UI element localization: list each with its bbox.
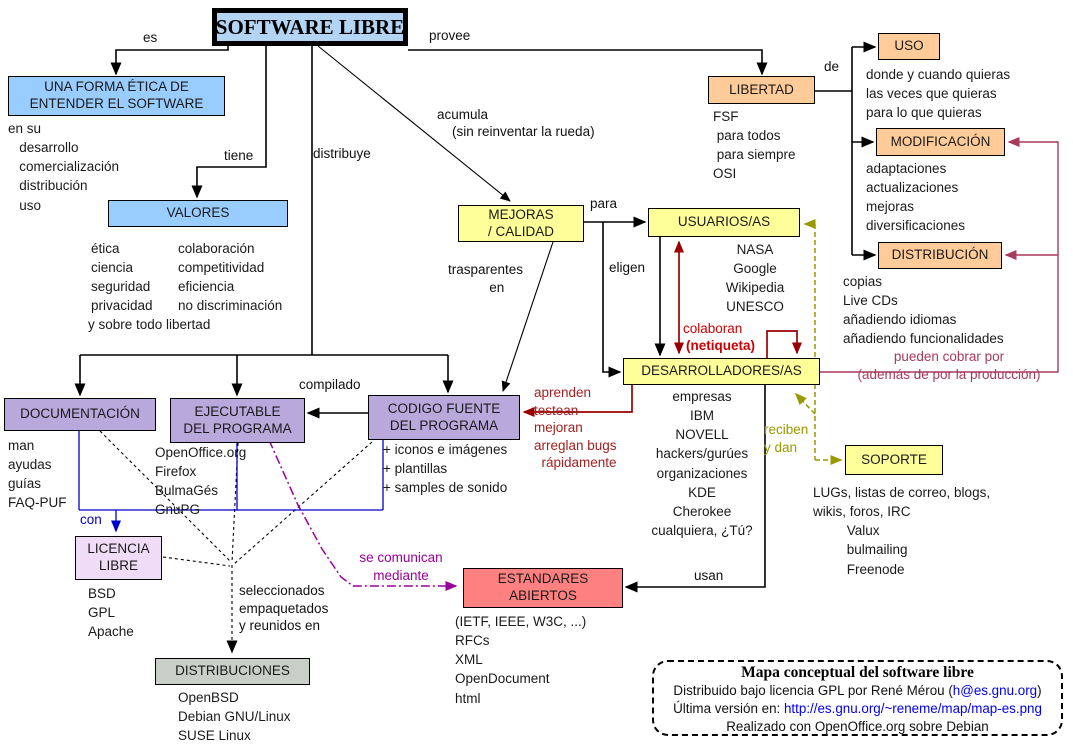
note-forma-etica: en su desarrollo comercialización distri… bbox=[8, 121, 120, 213]
note-documentacion: man ayudas guías FAQ-PUF bbox=[8, 438, 67, 511]
edge-label-pueden-cobrar: pueden cobrar por (además de por la prod… bbox=[857, 349, 1041, 382]
edge-label-es: es bbox=[143, 30, 158, 45]
credits-line1-text: Distribuido bajo licencia GPL por René M… bbox=[673, 683, 953, 698]
credits-line1: Distribuido bajo licencia GPL por René M… bbox=[654, 682, 1061, 700]
edge-label-aprenden: aprenden testean mejoran arreglan bugs r… bbox=[534, 385, 617, 471]
edge-label-distribuye: distribuye bbox=[313, 146, 371, 161]
edge-label-para: para bbox=[590, 196, 618, 211]
node-valores: VALORES bbox=[108, 200, 288, 227]
edge-label-con: con bbox=[80, 512, 102, 527]
node-desarrolladores: DESARROLLADORES/AS bbox=[623, 358, 820, 385]
note-licencia: BSD GPL Apache bbox=[88, 586, 134, 640]
note-distribuciones: OpenBSD Debian GNU/Linux SUSE Linux bbox=[178, 690, 291, 744]
note-codigo-fuente: + iconos e imágenes + plantillas + sampl… bbox=[383, 442, 508, 496]
edge-label-acumula-note: (sin reinventar la rueda) bbox=[452, 124, 595, 139]
note-valores-col1: ética ciencia seguridad privacidad bbox=[91, 241, 153, 314]
edge-label-netiqueta: (netiqueta) bbox=[686, 338, 755, 353]
edge-label-acumula: acumula bbox=[437, 107, 489, 122]
node-software-libre: SOFTWARE LIBRE bbox=[212, 8, 408, 46]
note-valores-footer: y sobre todo libertad bbox=[88, 317, 211, 332]
node-distribuciones: DISTRIBUCIONES bbox=[155, 658, 310, 685]
credits-line3: Realizado con OpenOffice.org sobre Debia… bbox=[726, 718, 989, 734]
note-valores-col2: colaboración competitividad eficiencia n… bbox=[178, 241, 283, 314]
note-ejecutable: OpenOffice.org Firefox BulmaGés GnuPG bbox=[155, 445, 247, 518]
node-distribucion: DISTRIBUCIÓN bbox=[878, 242, 1002, 269]
edge-label-provee: provee bbox=[429, 28, 471, 43]
edge-label-se-comunican: se comunican mediante bbox=[359, 550, 443, 583]
note-usuarios: NASA Google Wikipedia UNESCO bbox=[725, 242, 785, 315]
credits-line2-text: Última versión en: bbox=[673, 700, 784, 716]
node-uso: USO bbox=[878, 33, 940, 60]
node-documentacion: DOCUMENTACIÓN bbox=[4, 398, 156, 431]
note-distribucion: copias Live CDs añadiendo idiomas añadie… bbox=[843, 274, 1004, 347]
edge-label-trasparentes: trasparentes en bbox=[448, 262, 524, 295]
credits-line2: Última versión en: http://es.gnu.org/~re… bbox=[654, 700, 1061, 718]
credits-url-link[interactable]: http://es.gnu.org/~reneme/map/map-es.png bbox=[783, 700, 1042, 716]
note-desarrolladores: empresas IBM NOVELL hackers/gurúes organ… bbox=[651, 389, 753, 539]
note-libertad: FSF para todos para siempre OSI bbox=[713, 109, 796, 182]
edge-label-reciben-y-dan: reciben y dan bbox=[764, 422, 809, 455]
edge-label-seleccionados: seleccionados empaquetados y reunidos en bbox=[239, 583, 329, 634]
node-ejecutable: EJECUTABLE DEL PROGRAMA bbox=[170, 398, 305, 443]
credits-title: Mapa conceptual del software libre bbox=[741, 664, 974, 681]
note-modificacion: adaptaciones actualizaciones mejoras div… bbox=[866, 161, 966, 234]
edge-label-de: de bbox=[824, 59, 840, 74]
node-codigo-fuente: CODIGO FUENTE DEL PROGRAMA bbox=[368, 395, 520, 440]
edge-label-tiene: tiene bbox=[224, 148, 254, 163]
node-estandares-abiertos: ESTANDARES ABIERTOS bbox=[463, 568, 623, 608]
note-estandares: (IETF, IEEE, W3C, ...) RFCs XML OpenDocu… bbox=[455, 614, 587, 706]
edge-label-eligen: eligen bbox=[609, 260, 646, 275]
note-soporte: LUGs, listas de correo, blogs, wikis, fo… bbox=[813, 485, 991, 577]
node-usuarios: USUARIOS/AS bbox=[648, 208, 800, 237]
node-forma-etica: UNA FORMA ÉTICA DE ENTENDER EL SOFTWARE bbox=[8, 76, 225, 116]
node-licencia-libre: LICENCIA LIBRE bbox=[75, 536, 162, 580]
edge-label-colaboran: colaboran bbox=[683, 321, 743, 336]
node-modificacion: MODIFICACIÓN bbox=[876, 128, 1005, 156]
credits-box: Mapa conceptual del software libre Distr… bbox=[652, 660, 1063, 736]
edge-label-compilado: compilado bbox=[299, 377, 361, 392]
edge-label-usan: usan bbox=[694, 568, 724, 583]
credits-line1-close: ) bbox=[1037, 683, 1042, 698]
node-libertad: LIBERTAD bbox=[708, 76, 815, 104]
node-soporte: SOPORTE bbox=[845, 445, 943, 475]
node-mejoras-calidad: MEJORAS / CALIDAD bbox=[458, 205, 584, 242]
credits-email-link[interactable]: h@es.gnu.org bbox=[952, 683, 1038, 698]
note-uso: donde y cuando quieras las veces que qui… bbox=[866, 67, 1011, 121]
